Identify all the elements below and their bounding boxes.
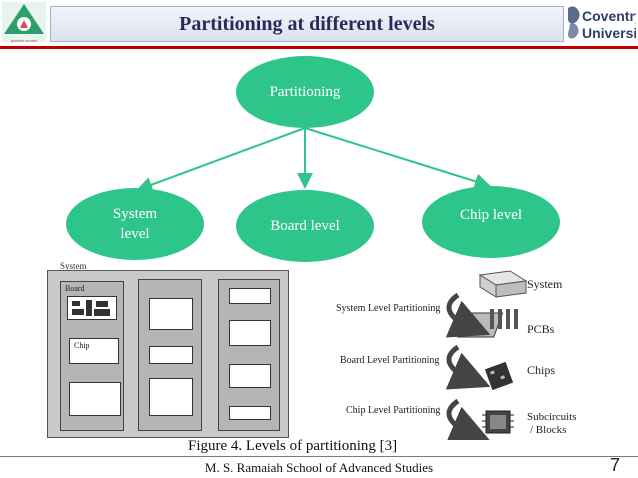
node-chip-level: Chip level bbox=[422, 186, 560, 258]
node-chip-label: Chip level bbox=[459, 207, 523, 223]
board-level-partitioning-label: Board Level Partitioning bbox=[340, 355, 440, 366]
chip-level-partitioning-label: Chip Level Partitioning bbox=[346, 405, 441, 416]
right-logo-line2: University bbox=[582, 25, 636, 41]
partition-arrow bbox=[445, 398, 491, 440]
level-chips: Chips bbox=[527, 363, 556, 377]
right-logo-mark: Coventry University bbox=[568, 6, 638, 41]
partition-arrow bbox=[445, 292, 491, 338]
node-board-level: Board level bbox=[236, 190, 374, 262]
chips-icon bbox=[484, 361, 514, 391]
title-bar: Partitioning at different levels bbox=[50, 6, 564, 42]
system-frame: Board Chip bbox=[47, 270, 289, 438]
chip-blob bbox=[94, 309, 110, 316]
system-level-partitioning-label: System Level Partitioning bbox=[336, 303, 441, 314]
board-box bbox=[229, 364, 271, 388]
subcircuits-icon bbox=[482, 410, 514, 434]
level-pcbs: PCBs bbox=[527, 322, 555, 336]
board-1: Board Chip bbox=[60, 281, 124, 431]
node-system-label-line2: level bbox=[120, 226, 150, 242]
level-blocks: / Blocks bbox=[530, 424, 567, 436]
page-number: 7 bbox=[610, 455, 621, 475]
node-system-label-line1: System bbox=[112, 206, 158, 222]
node-board-label: Board level bbox=[270, 218, 340, 234]
footer-text: M. S. Ramaiah School of Advanced Studies bbox=[204, 460, 434, 475]
right-logo-line1: Coventry bbox=[582, 8, 636, 24]
board-box bbox=[229, 320, 271, 346]
board-box bbox=[149, 298, 193, 330]
right-logo: Coventry University bbox=[566, 2, 638, 46]
header-divider bbox=[0, 46, 638, 49]
left-logo-mark: gloriam morals bbox=[2, 2, 46, 43]
page-title: Partitioning at different levels bbox=[179, 12, 435, 35]
board-box bbox=[149, 378, 193, 416]
node-system-level: System level bbox=[66, 188, 204, 260]
chip-label: Chip bbox=[74, 341, 90, 350]
node-partitioning-label: Partitioning bbox=[269, 84, 341, 100]
system-icon bbox=[478, 270, 528, 298]
board-label: Board bbox=[65, 284, 85, 293]
board-chip-cluster bbox=[67, 296, 117, 320]
system-frame-label: System bbox=[60, 261, 87, 271]
board-box bbox=[149, 346, 193, 364]
board-box bbox=[69, 382, 121, 416]
figure-caption: Figure 4. Levels of partitioning [3] bbox=[188, 438, 398, 454]
left-logo: gloriam morals bbox=[0, 0, 48, 46]
connector-to-chip bbox=[304, 127, 491, 190]
chip-blob bbox=[86, 300, 92, 316]
right-figure-graphics bbox=[445, 270, 528, 440]
board-3 bbox=[218, 279, 280, 431]
connector-to-system bbox=[136, 127, 306, 193]
node-partitioning: Partitioning bbox=[236, 56, 374, 128]
chip-box: Chip bbox=[69, 338, 119, 364]
chip-blob bbox=[72, 309, 84, 315]
level-system: System bbox=[527, 277, 563, 291]
chip-blob bbox=[72, 301, 80, 306]
board-2 bbox=[138, 279, 202, 431]
level-subcircuits: Subcircuits bbox=[527, 411, 577, 423]
footer-divider bbox=[0, 456, 638, 457]
board-box bbox=[229, 406, 271, 420]
left-logo-text: gloriam morals bbox=[11, 38, 37, 43]
chip-blob bbox=[96, 301, 108, 307]
partition-arrow bbox=[445, 344, 491, 390]
board-box bbox=[229, 288, 271, 304]
